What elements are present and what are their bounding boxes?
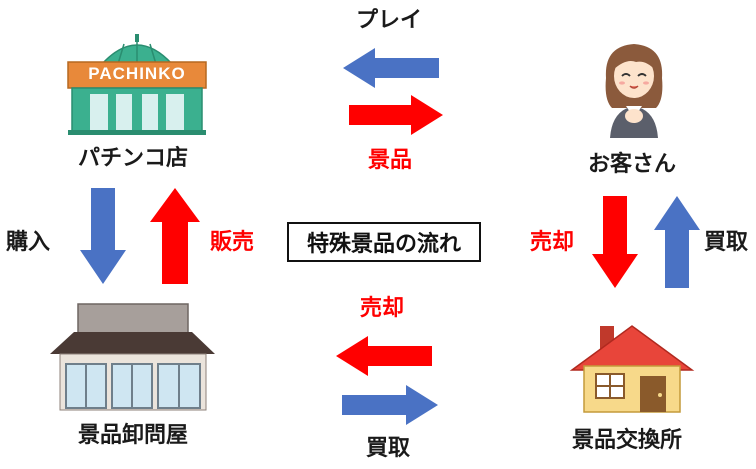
- arrow-left-red: [336, 336, 432, 376]
- flow-prize-top-label: 景品: [368, 148, 413, 173]
- pachinko-sign-text: PACHINKO: [88, 64, 186, 83]
- arrow-up-red: [150, 188, 200, 284]
- flow-sale-label: 販売: [210, 230, 255, 255]
- flow-play-label: プレイ: [356, 8, 423, 33]
- flow-sell-bottom-label: 売却: [360, 296, 405, 321]
- pachinko-building-icon: [67, 34, 207, 135]
- flow-purchase-label: 購入: [6, 230, 51, 255]
- arrow-down-red: [592, 196, 638, 288]
- exchange-label: 景品交換所: [572, 428, 683, 453]
- flow-buy-bottom-label: 買取: [366, 436, 411, 461]
- arrow-left-blue: [343, 48, 439, 88]
- arrow-up-blue: [654, 196, 700, 288]
- customer-label: お客さん: [588, 152, 677, 177]
- center-title-box: 特殊景品の流れ: [287, 222, 481, 262]
- flow-buy-right-label: 買取: [704, 230, 749, 255]
- arrow-down-blue: [80, 188, 126, 284]
- arrow-right-red: [349, 95, 443, 135]
- flow-sell-right-label: 売却: [530, 230, 575, 255]
- wholesaler-store-icon: [50, 303, 215, 411]
- customer-woman-icon: [605, 44, 663, 138]
- wholesaler-label: 景品卸問屋: [78, 423, 189, 448]
- arrow-right-blue: [342, 385, 438, 425]
- pachinko-label: パチンコ店: [78, 146, 189, 171]
- exchange-house-icon: [569, 325, 695, 413]
